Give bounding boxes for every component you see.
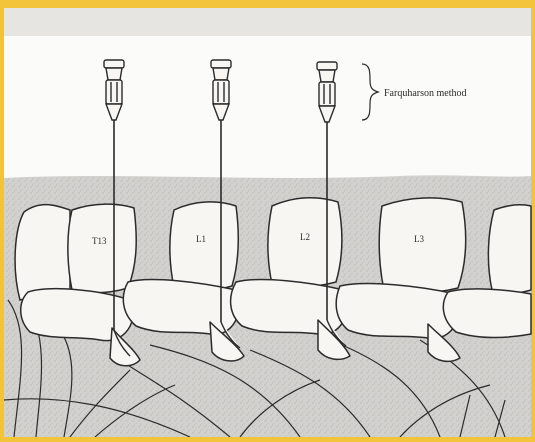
vertebra-label-l1: L1 [196,234,206,244]
annotation-label: Farquharson method [384,88,467,99]
vertebra-label-t13: T13 [92,236,107,246]
vertebra-label-l3: L3 [414,234,424,244]
header-strip [4,8,531,36]
vertebra-label-l2: L2 [300,232,310,242]
